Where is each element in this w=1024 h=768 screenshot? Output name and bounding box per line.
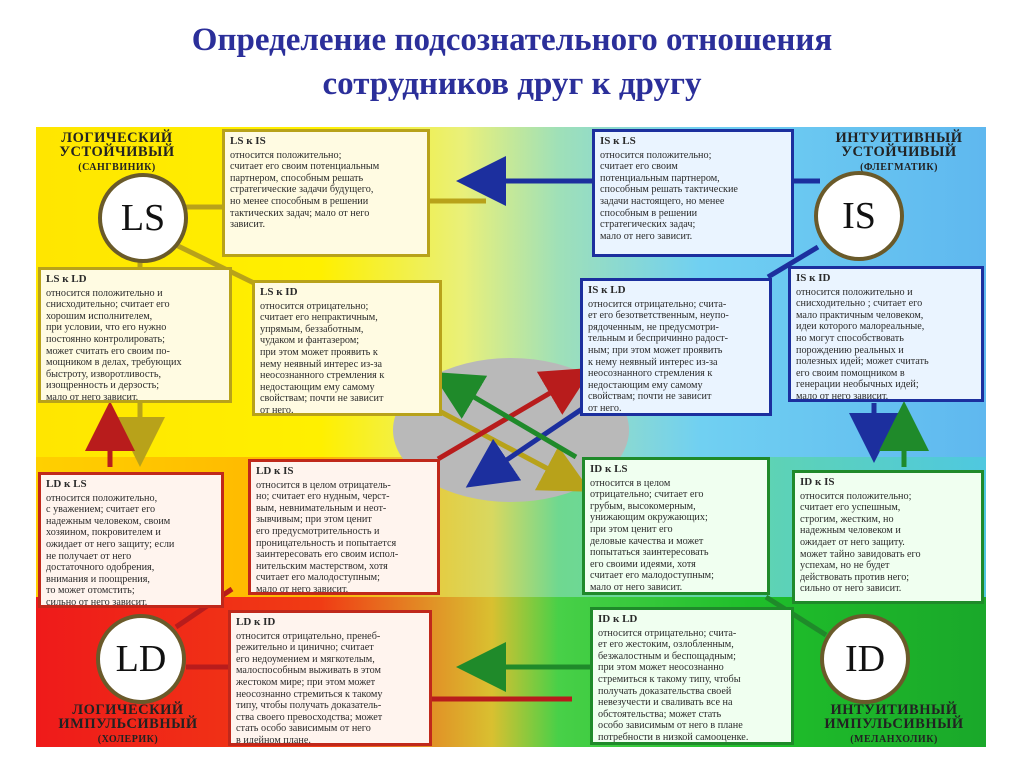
box-is-to-ls: IS к LS относится положительно; считает … xyxy=(592,129,794,257)
box-ld-to-id-head: LD к ID xyxy=(236,616,276,628)
box-is-to-ls-body: относится положительно; считает его свои… xyxy=(600,149,738,242)
relationship-diagram: ЛОГИЧЕСКИЙ УСТОЙЧИВЫЙ (САНГВИНИК) ИНТУИТ… xyxy=(36,127,986,747)
id-temperament: (МЕЛАНХОЛИК) xyxy=(850,734,938,745)
box-id-to-ld-head: ID к LD xyxy=(598,613,638,625)
is-to-ld-arrow xyxy=(465,406,584,488)
box-is-to-ld: IS к LD относится отрицательно; счита- е… xyxy=(580,278,772,416)
id-type-label: ИНТУИТИВНЫЙ ИМПУЛЬСИВНЫЙ (МЕЛАНХОЛИК) xyxy=(802,703,986,747)
title-line-1: Определение подсознательного отношения xyxy=(191,22,833,58)
box-is-to-ls-head: IS к LS xyxy=(600,135,636,147)
box-ls-to-ld-body: относится положительно и снисходительно;… xyxy=(46,287,182,403)
ls-type-line2: УСТОЙЧИВЫЙ xyxy=(59,144,175,160)
id-circle: ID xyxy=(820,614,910,704)
title-line-2: сотрудников друг к другу xyxy=(322,66,702,102)
box-id-to-is-head: ID к IS xyxy=(800,476,835,488)
box-ls-to-id-body: относится отрицательно; считает его непр… xyxy=(260,300,385,416)
is-temperament: (ФЛЕГМАТИК) xyxy=(860,162,938,173)
box-ls-to-ld: LS к LD относится положительно и снисход… xyxy=(38,267,232,403)
id-type-line1: ИНТУИТИВНЫЙ xyxy=(830,702,958,718)
is-circle: IS xyxy=(814,171,904,261)
box-ld-to-id-body: относится отрицательно, пренеб- режитель… xyxy=(236,630,383,746)
box-ls-to-ld-head: LS к LD xyxy=(46,273,87,285)
ld-type-label: ЛОГИЧЕСКИЙ ИМПУЛЬСИВНЫЙ (ХОЛЕРИК) xyxy=(38,703,218,747)
is-link-diag xyxy=(766,244,820,280)
connector-layer xyxy=(85,156,929,702)
box-id-to-ld-body: относится отрицательно; счита- ет его же… xyxy=(598,627,749,743)
ls-type-line1: ЛОГИЧЕСКИЙ xyxy=(61,130,173,146)
box-ls-to-is-head: LS к IS xyxy=(230,135,266,147)
box-ls-to-id: LS к ID относится отрицательно; считает … xyxy=(252,280,442,416)
box-ld-to-ls-head: LD к LS xyxy=(46,478,87,490)
id-link-diag xyxy=(764,594,828,638)
box-ld-to-is-head: LD к IS xyxy=(256,465,294,477)
box-is-to-id: IS к ID относится положительно и снисход… xyxy=(788,266,984,402)
page-title: Определение подсознательного отношения с… xyxy=(0,18,1024,106)
ld-type-line2: ИМПУЛЬСИВНЫЙ xyxy=(58,716,198,732)
box-is-to-id-head: IS к ID xyxy=(796,272,831,284)
ls-temperament: (САНГВИНИК) xyxy=(78,162,156,173)
box-id-to-is: ID к IS относится положительно; считает … xyxy=(792,470,984,604)
is-type-line1: ИНТУИТИВНЫЙ xyxy=(835,130,963,146)
box-id-to-is-body: относится положительно; считает его успе… xyxy=(800,490,921,595)
box-id-to-ls-body: относится в целом отрицательно; считает … xyxy=(590,477,714,593)
ls-link-diag xyxy=(174,242,256,286)
ls-type-label: ЛОГИЧЕСКИЙ УСТОЙЧИВЫЙ (САНГВИНИК) xyxy=(42,131,192,175)
box-ld-to-is: LD к IS относится в целом отрицатель- но… xyxy=(248,459,440,595)
is-type-label: ИНТУИТИВНЫЙ УСТОЙЧИВЫЙ (ФЛЕГМАТИК) xyxy=(814,131,984,175)
box-ld-to-ls-body: относится положительно, с уважением; счи… xyxy=(46,492,175,608)
is-type-line2: УСТОЙЧИВЫЙ xyxy=(841,144,957,160)
box-id-to-ls: ID к LS относится в целом отрицательно; … xyxy=(582,457,770,595)
box-is-to-ld-body: относится отрицательно; счита- ет его бе… xyxy=(588,298,729,414)
ld-circle: LD xyxy=(96,614,186,704)
box-ls-to-is-body: относится положительно; считает его свои… xyxy=(230,149,380,231)
id-type-line2: ИМПУЛЬСИВНЫЙ xyxy=(824,716,964,732)
box-ld-to-is-body: относится в целом отрицатель- но; считае… xyxy=(256,479,399,595)
box-is-to-id-body: относится положительно и снисходительно … xyxy=(796,286,929,402)
box-id-to-ld: ID к LD относится отрицательно; счита- е… xyxy=(590,607,794,745)
box-id-to-ls-head: ID к LS xyxy=(590,463,628,475)
box-ld-to-id: LD к ID относится отрицательно, пренеб- … xyxy=(228,610,432,746)
ld-temperament: (ХОЛЕРИК) xyxy=(97,734,159,745)
id-to-ls-arrow xyxy=(431,371,578,460)
box-is-to-ld-head: IS к LD xyxy=(588,284,626,296)
ld-type-line1: ЛОГИЧЕСКИЙ xyxy=(72,702,184,718)
box-ls-to-is: LS к IS относится положительно; считает … xyxy=(222,129,430,257)
box-ls-to-id-head: LS к ID xyxy=(260,286,298,298)
box-ld-to-ls: LD к LS относится положительно, с уважен… xyxy=(38,472,224,608)
ls-circle: LS xyxy=(98,173,188,263)
